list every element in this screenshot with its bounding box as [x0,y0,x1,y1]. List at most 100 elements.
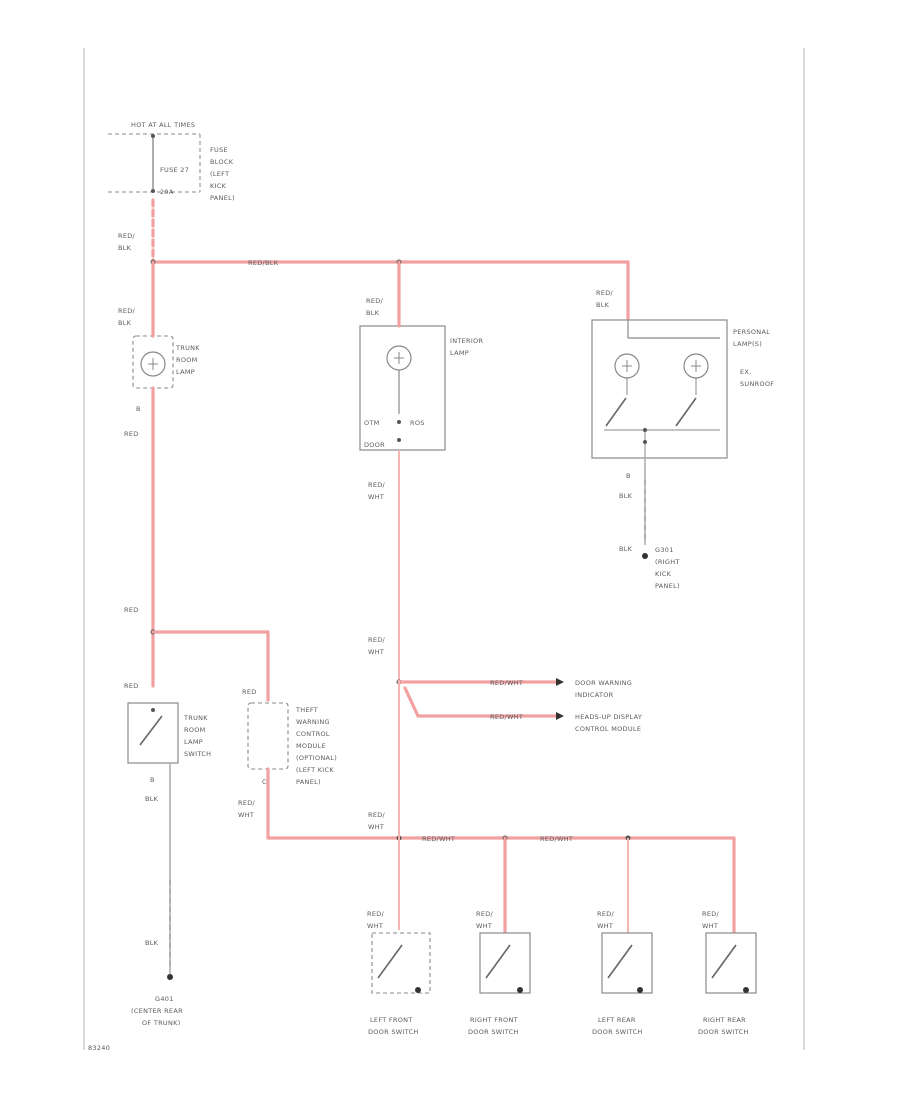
svg-text:RED/WHT: RED/WHT [422,835,455,843]
svg-text:PANEL): PANEL) [655,582,680,590]
svg-text:RED/: RED/ [368,481,386,489]
main-bus-label: RED/BLK [248,259,279,267]
svg-text:RED: RED [124,430,139,438]
svg-text:LAMP(S): LAMP(S) [733,340,762,348]
svg-text:BLK: BLK [145,939,159,947]
svg-text:TRUNK: TRUNK [175,344,200,352]
svg-text:RIGHT REAR: RIGHT REAR [703,1016,746,1024]
svg-text:WHT: WHT [367,922,383,930]
door-warning-label: DOOR WARNING [575,679,632,687]
svg-text:LAMP: LAMP [184,738,203,746]
svg-text:RED/WHT: RED/WHT [490,713,523,721]
svg-text:WHT: WHT [368,648,384,656]
svg-text:(LEFT: (LEFT [210,170,229,178]
svg-text:RED: RED [242,688,257,696]
svg-text:WHT: WHT [238,811,254,819]
svg-text:WHT: WHT [476,922,492,930]
svg-text:RIGHT FRONT: RIGHT FRONT [470,1016,518,1024]
svg-text:BLOCK: BLOCK [210,158,234,166]
svg-text:BLK: BLK [366,309,380,317]
figure-code: 83240 [88,1044,110,1052]
svg-text:MODULE: MODULE [296,742,326,750]
svg-text:ROS: ROS [410,419,425,427]
theft-warning-module: RED THEFT WARNING CONTROL MODULE (OPTION… [242,688,337,786]
svg-text:INTERIOR: INTERIOR [450,337,484,345]
svg-text:RED/: RED/ [366,297,384,305]
svg-text:B: B [136,405,141,413]
svg-text:RED/WHT: RED/WHT [490,679,523,687]
svg-text:PERSONAL: PERSONAL [733,328,770,336]
svg-text:ROOM: ROOM [176,356,198,364]
ground-g401-icon [167,974,173,980]
svg-text:LAMP: LAMP [450,349,469,357]
svg-text:KICK: KICK [210,182,227,190]
svg-text:BLK: BLK [596,301,610,309]
svg-text:BLK: BLK [145,795,159,803]
svg-text:CONTROL: CONTROL [296,730,330,738]
svg-text:C: C [262,778,267,786]
left-rear-door-switch: RED/ WHT LEFT REAR DOOR SWITCH [592,910,653,1036]
svg-text:BLK: BLK [619,492,633,500]
svg-text:INDICATOR: INDICATOR [575,691,614,699]
heads-up-label: HEADS-UP DISPLAY [575,713,642,721]
svg-text:B: B [150,776,155,784]
hot-at-all-times-label: HOT AT ALL TIMES [131,121,195,129]
svg-text:(LEFT KICK: (LEFT KICK [296,766,334,774]
svg-text:RED/: RED/ [118,307,136,315]
svg-text:RED/: RED/ [118,232,136,240]
svg-text:WHT: WHT [597,922,613,930]
svg-text:RED/WHT: RED/WHT [540,835,573,843]
svg-text:G301: G301 [655,546,674,554]
svg-text:RED/: RED/ [368,636,386,644]
svg-text:DOOR SWITCH: DOOR SWITCH [698,1028,749,1036]
svg-text:(RIGHT: (RIGHT [655,558,680,566]
svg-text:WHT: WHT [368,823,384,831]
svg-text:PANEL): PANEL) [210,194,235,202]
svg-text:LEFT REAR: LEFT REAR [598,1016,636,1024]
svg-text:DOOR: DOOR [364,441,385,449]
svg-text:RED/: RED/ [597,910,615,918]
fuse-block-label: FUSE [210,146,228,154]
svg-text:OF TRUNK): OF TRUNK) [142,1019,181,1027]
svg-text:RED/: RED/ [476,910,494,918]
svg-text:SUNROOF: SUNROOF [740,380,774,388]
svg-text:RED/: RED/ [702,910,720,918]
right-rear-door-switch: RED/ WHT RIGHT REAR DOOR SWITCH [698,910,757,1036]
svg-text:LAMP: LAMP [176,368,195,376]
svg-text:CONTROL MODULE: CONTROL MODULE [575,725,641,733]
fuse-label: FUSE 27 [160,166,189,174]
personal-lamps: RED/ BLK PERSONAL LAMP(S) EX. SUNROOF B [591,289,774,480]
svg-text:RED/: RED/ [596,289,614,297]
svg-text:BLK: BLK [619,545,633,553]
interior-lamp: RED/ BLK INTERIOR LAMP OTM ROS DOOR [359,297,484,451]
svg-text:DOOR SWITCH: DOOR SWITCH [468,1028,519,1036]
svg-text:RED/: RED/ [368,811,386,819]
svg-text:RED/: RED/ [238,799,256,807]
trunk-room-lamp: RED/ BLK TRUNK ROOM LAMP B [118,307,200,413]
svg-text:(OPTIONAL): (OPTIONAL) [296,754,337,762]
fuse-rating-label: 20A [160,188,174,196]
svg-text:KICK: KICK [655,570,672,578]
svg-text:WARNING: WARNING [296,718,330,726]
right-front-door-switch: RED/ WHT RIGHT FRONT DOOR SWITCH [468,910,531,1036]
svg-text:(CENTER REAR: (CENTER REAR [131,1007,183,1015]
left-front-door-switch: RED/ WHT LEFT FRONT DOOR SWITCH [367,910,431,1036]
svg-text:WHT: WHT [702,922,718,930]
svg-text:ROOM: ROOM [184,726,206,734]
svg-text:RED: RED [124,606,139,614]
svg-text:RED: RED [124,682,139,690]
trunk-room-lamp-switch: RED TRUNK ROOM LAMP SWITCH B [124,682,211,784]
svg-text:THEFT: THEFT [295,706,318,714]
svg-text:EX.: EX. [740,368,752,376]
svg-text:BLK: BLK [118,319,132,327]
svg-text:DOOR SWITCH: DOOR SWITCH [368,1028,419,1036]
svg-text:OTM: OTM [364,419,380,427]
svg-text:G401: G401 [155,995,174,1003]
fuse-source: HOT AT ALL TIMES FUSE 27 20A FUSE BLOCK … [108,121,235,202]
svg-text:SWITCH: SWITCH [184,750,211,758]
svg-text:WHT: WHT [368,493,384,501]
svg-text:RED/: RED/ [367,910,385,918]
svg-text:TRUNK: TRUNK [183,714,208,722]
svg-text:B: B [626,472,631,480]
